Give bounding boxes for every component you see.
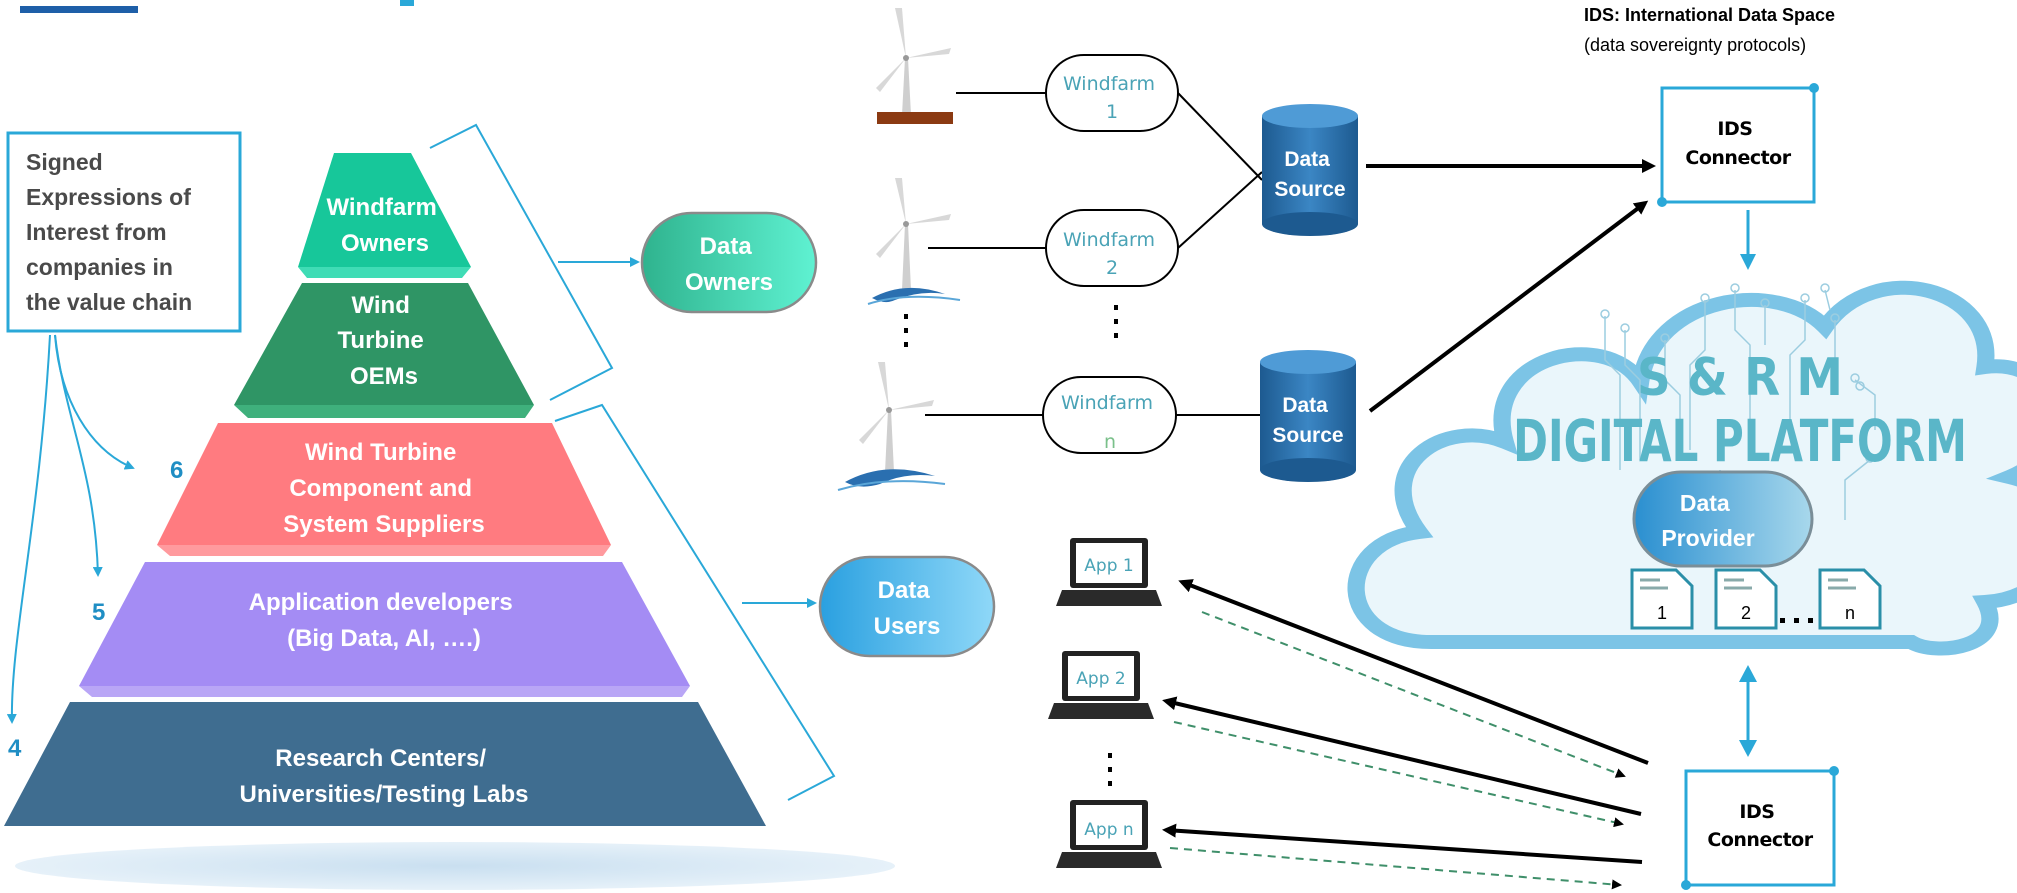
platform-ids-bidirectional-arrow: [1739, 665, 1757, 757]
eoi-line: Expressions of: [26, 184, 191, 210]
tier-windfarm-owners: Windfarm Owners: [298, 153, 471, 278]
eoi-arrows: [6, 334, 135, 724]
ids-legend-subtitle: (data sovereignty protocols): [1584, 35, 1806, 55]
pyramid-shadow: [15, 842, 895, 890]
turbine-offshore-icon: [837, 362, 946, 491]
svg-text:Data Owners: Data Owners: [685, 233, 773, 296]
eoi-line: Signed: [26, 149, 103, 175]
eoi-line: companies in: [26, 254, 173, 280]
data-users-node: Data Users: [818, 555, 996, 658]
value-chain-pyramid: Windfarm Owners Wind Turbine OEMs Wind T…: [4, 153, 766, 826]
windfarm-n-node: Windfarm n: [1042, 376, 1177, 454]
laptop-app-n: App n: [1056, 800, 1162, 868]
ids-connector-top: IDS Connector: [1657, 83, 1819, 207]
data-owners-node: Data Owners: [640, 211, 818, 314]
digital-platform-cloud: [1347, 280, 2017, 656]
svg-text:App 2: App 2: [1076, 669, 1125, 689]
document-icon-n: n: [1818, 568, 1882, 630]
header-accent-bar: [20, 6, 138, 13]
svg-text:Wind Turbine Component: Wind Turbine Component and System Suppli…: [283, 439, 484, 538]
svg-text:1: 1: [1657, 603, 1667, 623]
svg-text:App 1: App 1: [1084, 556, 1133, 576]
ids-connector-bottom: IDS Connector: [1681, 766, 1839, 890]
svg-text:Application developers: Application developers (Big Data, AI, ….…: [249, 589, 520, 652]
header-accent-mark: [400, 0, 414, 6]
data-source-cylinder-2: Data Source: [1260, 350, 1356, 482]
brackets: [429, 123, 836, 801]
data-source-to-ids-arrows: [1366, 159, 1656, 413]
svg-text:App n: App n: [1084, 820, 1133, 840]
laptop-app-2: App 2: [1048, 651, 1154, 719]
turbine-offshore-icon: [867, 178, 961, 305]
svg-text:Windfarm Owners: Windfarm Owners: [326, 194, 443, 257]
ids-to-app-arrows: [1162, 579, 1649, 864]
windfarm-1-node: Windfarm 1: [1045, 54, 1179, 132]
svg-text:Windfarm n: Windfarm n: [1061, 392, 1159, 453]
tier-wind-turbine-oems: Wind Turbine OEMs: [234, 283, 534, 418]
laptop-app-1: App 1: [1056, 538, 1162, 606]
tier-research-centers: Research Centers/ Universities/Testing L…: [4, 702, 766, 826]
turbine-onshore-icon: [876, 8, 953, 124]
svg-text:Data Source: Data Source: [1272, 394, 1343, 447]
svg-text:Wind Turbine O: Wind Turbine OEMs: [338, 292, 431, 390]
svg-text:Windfarm 2: Windfarm 2: [1063, 229, 1161, 279]
windfarm-links: [925, 92, 1263, 416]
eoi-line: Interest from: [26, 219, 167, 245]
platform-title-line1: S & R M: [1637, 347, 1843, 408]
eoi-count-5: 5: [92, 599, 105, 626]
eoi-line: the value chain: [26, 289, 192, 315]
svg-text:2: 2: [1741, 603, 1751, 623]
eoi-count-4: 4: [8, 735, 22, 762]
svg-text:IDS Connector: IDS Connector: [1685, 118, 1791, 169]
tier-component-system-suppliers: Wind Turbine Component and System Suppli…: [157, 423, 611, 556]
svg-text:Data Provider: Data Provider: [1661, 490, 1754, 551]
svg-text:Data Users: Data Users: [874, 577, 941, 640]
tier-application-developers: Application developers (Big Data, AI, ….…: [79, 562, 690, 697]
svg-text:Data Source: Data Source: [1274, 148, 1345, 201]
eoi-count-6: 6: [170, 457, 183, 484]
document-icon-1: 1: [1630, 568, 1694, 630]
ellipsis-dots: [904, 305, 1118, 786]
svg-text:Signed Expressions of: Signed Expressions of Interest from comp…: [26, 149, 197, 315]
svg-text:n: n: [1845, 603, 1855, 623]
windfarm-2-node: Windfarm 2: [1045, 209, 1179, 287]
platform-title-line2: DIGITAL PLATFORM: [1513, 407, 1967, 474]
svg-text:IDS Connector: IDS Connector: [1707, 801, 1813, 851]
app-request-arrows: [1169, 611, 1626, 890]
document-icon-2: 2: [1714, 568, 1778, 630]
data-source-cylinder-1: Data Source: [1262, 104, 1358, 236]
svg-text:Windfarm 1: Windfarm 1: [1063, 73, 1161, 123]
document-ellipsis: [1780, 618, 1813, 623]
expressions-of-interest-box: Signed Expressions of Interest from comp…: [6, 131, 242, 333]
ids-legend-title: IDS: International Data Space: [1584, 5, 1835, 25]
svg-text:Research Centers/ Univ: Research Centers/ Universities/Testing L…: [240, 745, 529, 808]
data-provider-node: Data Provider: [1632, 470, 1814, 568]
